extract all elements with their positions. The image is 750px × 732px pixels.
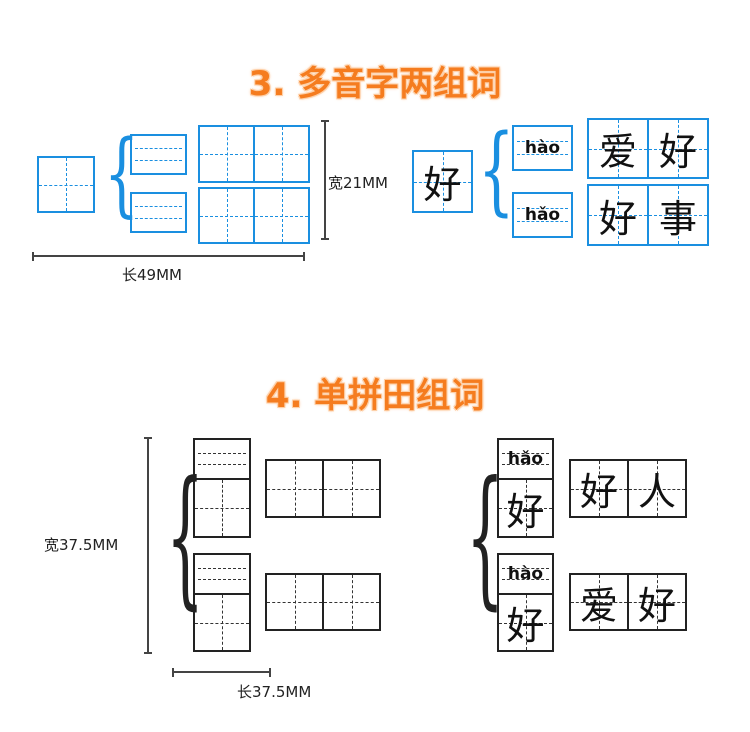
word-character: 爱 — [598, 130, 637, 174]
tianzi-box: 好 — [497, 478, 554, 538]
width-dimension-line — [321, 120, 329, 240]
tianzi-box — [253, 187, 310, 244]
tianzi-box — [322, 459, 381, 518]
tianzi-box: 好 — [569, 459, 629, 518]
pinyin-box: hǎo — [512, 192, 573, 238]
tianzi-box — [322, 573, 381, 631]
pinyin-text: hào — [524, 138, 561, 158]
section-4-title: 4. 单拼田组词 — [265, 376, 485, 416]
tianzi-box — [198, 187, 255, 244]
tianzi-box — [37, 156, 95, 213]
tianzi-box — [193, 478, 251, 538]
tianzi-box — [253, 125, 310, 183]
length-label: 长49MM — [122, 266, 182, 284]
word-character: 好 — [598, 196, 637, 241]
pinyin-box: hào — [512, 125, 573, 171]
tianzi-box — [193, 593, 251, 652]
pinyin-text: hǎo — [507, 449, 544, 469]
pinyin-box: hào — [497, 553, 554, 595]
tianzi-box: 好 — [587, 184, 649, 246]
word-character: 好 — [579, 470, 618, 514]
pinyin-text: hǎo — [524, 205, 561, 225]
tianzi-box: 好 — [497, 593, 554, 652]
tianzi-box — [265, 459, 324, 518]
length-dimension-line — [172, 668, 271, 677]
brace-icon: { — [478, 114, 515, 226]
main-character: 好 — [506, 489, 545, 534]
pinyin-text: hào — [507, 564, 544, 584]
pinyin-box — [193, 553, 251, 595]
tianzi-box: 事 — [647, 184, 709, 246]
pinyin-box — [193, 438, 251, 480]
tianzi-box: 好 — [627, 573, 687, 631]
tianzi-box — [265, 573, 324, 631]
width-label: 宽37.5MM — [44, 536, 119, 554]
width-label: 宽21MM — [328, 174, 388, 192]
tianzi-box: 人 — [627, 459, 687, 518]
width-dimension-line — [144, 437, 152, 654]
word-character: 人 — [637, 470, 676, 514]
word-character: 爱 — [579, 583, 618, 628]
main-character: 好 — [506, 604, 545, 648]
pinyin-box — [130, 192, 187, 233]
word-character: 好 — [658, 130, 697, 174]
word-character: 好 — [637, 583, 676, 628]
tianzi-box: 爱 — [569, 573, 629, 631]
tianzi-box: 好 — [412, 150, 473, 213]
length-dimension-line — [32, 252, 305, 261]
tianzi-box: 好 — [647, 118, 709, 179]
pinyin-box: hǎo — [497, 438, 554, 480]
section-3-title: 3. 多音字两组词 — [248, 64, 502, 104]
main-character: 好 — [423, 163, 462, 207]
tianzi-box: 爱 — [587, 118, 649, 179]
pinyin-box — [130, 134, 187, 175]
tianzi-box — [198, 125, 255, 183]
word-character: 事 — [658, 196, 697, 241]
length-label: 长37.5MM — [237, 683, 312, 701]
